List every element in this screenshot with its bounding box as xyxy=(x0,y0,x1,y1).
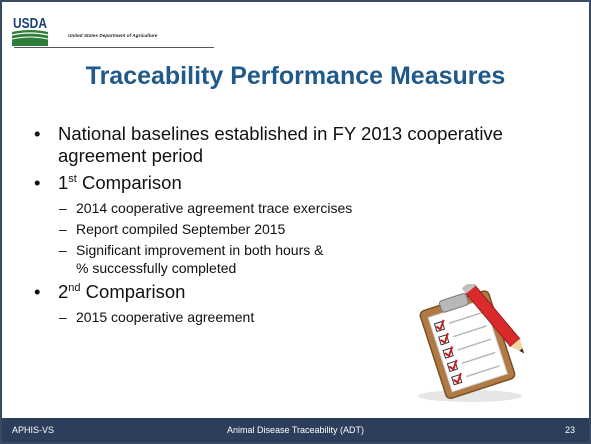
bullet-first-comparison: • 1st Comparison xyxy=(34,172,554,194)
agency-name: United States Department of Agriculture xyxy=(68,33,158,38)
bullet-text: Comparison xyxy=(80,281,186,302)
sub-bullet: – Report compiled September 2015 xyxy=(34,220,554,238)
clipboard-checklist-icon xyxy=(418,284,525,402)
footer-center-text: Animal Disease Traceability (ADT) xyxy=(226,425,365,435)
sub-bullet-text: Significant improvement in both hours & xyxy=(76,242,324,258)
bullet-marker: • xyxy=(34,123,41,144)
header-divider xyxy=(14,47,214,48)
sub-bullet-text: 2015 cooperative agreement xyxy=(76,309,255,325)
ordinal-number: 2 xyxy=(58,281,69,302)
sub-bullet-text-continued: % successfully completed xyxy=(76,260,237,276)
ordinal-suffix: nd xyxy=(68,281,81,294)
logo-text: USDA xyxy=(13,15,47,32)
bullet-marker: • xyxy=(34,281,41,302)
ordinal-number: 1 xyxy=(58,172,69,193)
slide-footer: APHIS-VS Animal Disease Traceability (AD… xyxy=(2,418,589,442)
bullet-national-baselines: • National baselines established in FY 2… xyxy=(34,123,554,167)
slide-header: USDA United States Department of Agricul… xyxy=(2,2,589,60)
bullet-second-comparison: • 2nd Comparison xyxy=(34,281,554,303)
bullet-text: Comparison xyxy=(76,172,182,193)
dash-marker: – xyxy=(59,221,67,237)
sub-bullet: – Significant improvement in both hours … xyxy=(34,241,554,277)
sub-bullet-text: 2014 cooperative agreement trace exercis… xyxy=(76,200,353,216)
usda-logo: USDA xyxy=(12,10,48,46)
footer-left-text: APHIS-VS xyxy=(12,425,55,435)
sub-bullet-text: Report compiled September 2015 xyxy=(76,221,286,237)
pencil-icon xyxy=(461,284,525,354)
slide-title: Traceability Performance Measures xyxy=(85,62,506,90)
bullet-marker: • xyxy=(34,172,41,193)
sub-bullet: – 2015 cooperative agreement xyxy=(34,308,554,326)
ordinal-suffix: st xyxy=(68,172,77,185)
slide-content: • National baselines established in FY 2… xyxy=(34,123,554,329)
sub-bullet: – 2014 cooperative agreement trace exerc… xyxy=(34,199,554,217)
dash-marker: – xyxy=(59,242,67,258)
bullet-text: National baselines established in FY 201… xyxy=(58,123,503,166)
dash-marker: – xyxy=(59,200,67,216)
dash-marker: – xyxy=(59,309,67,325)
page-number: 23 xyxy=(564,425,575,435)
